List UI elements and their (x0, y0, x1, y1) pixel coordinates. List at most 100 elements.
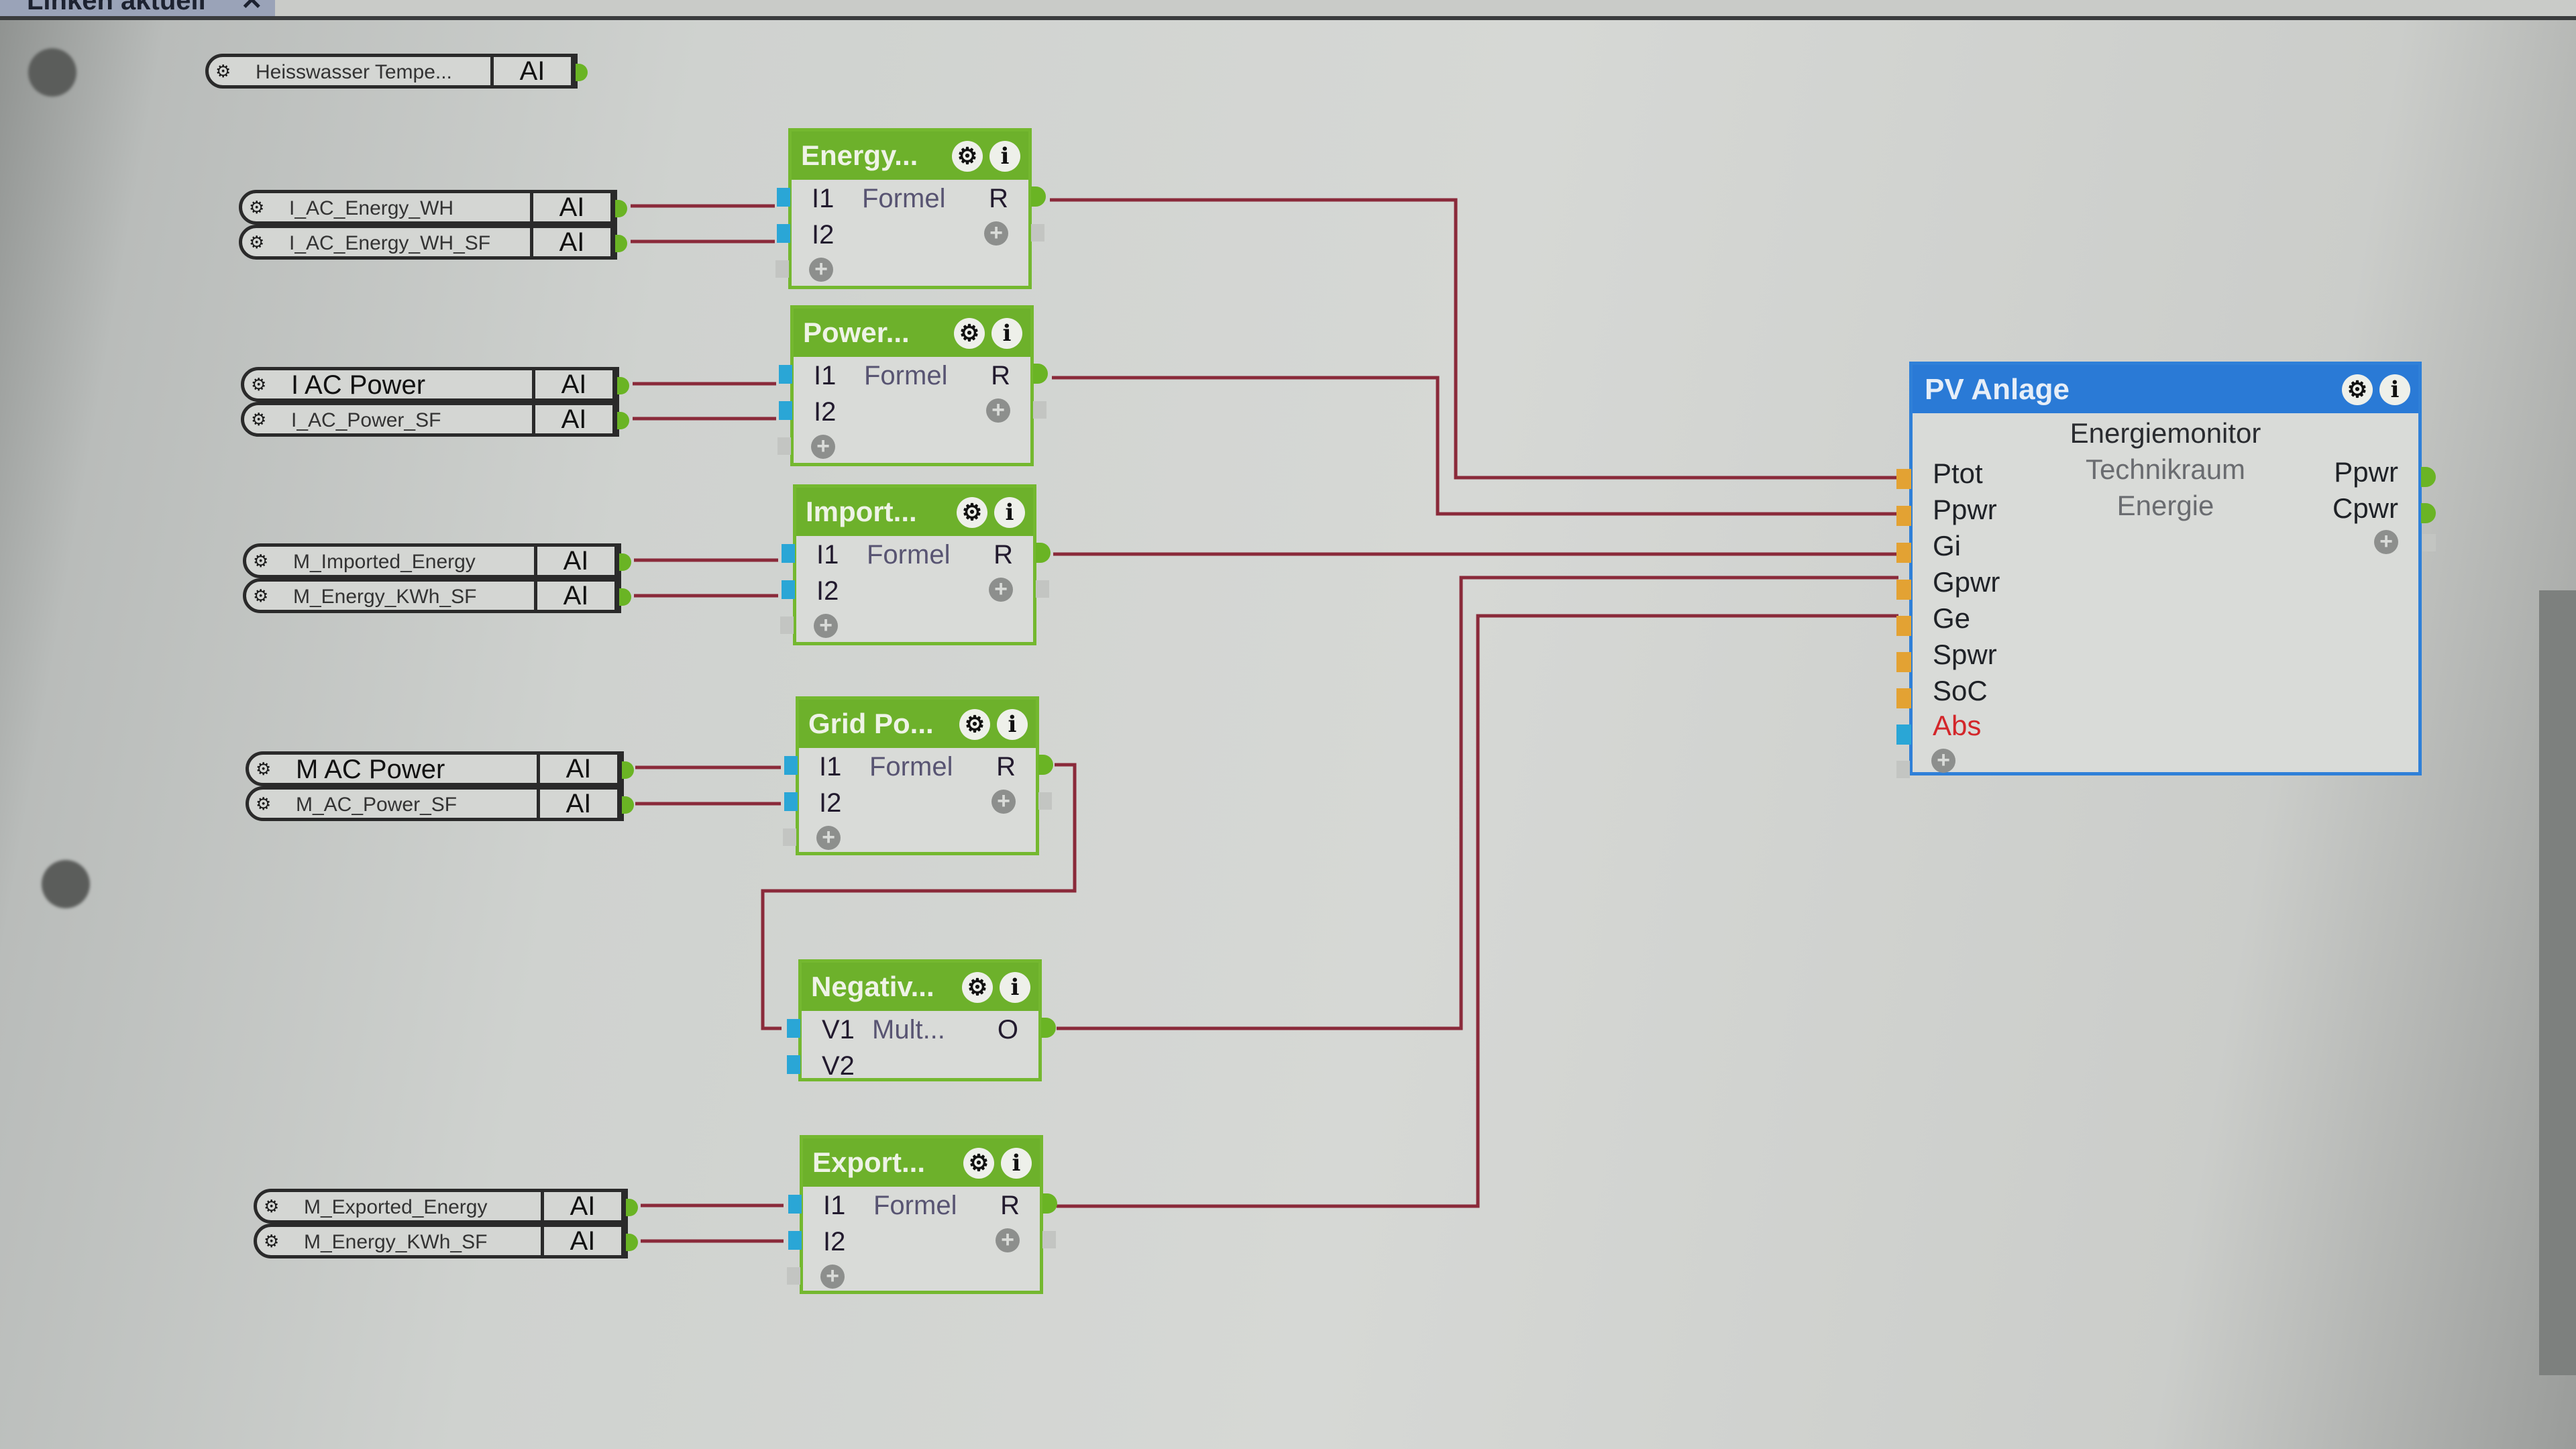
gear-icon[interactable]: ⚙ (2342, 374, 2373, 405)
input-port[interactable] (784, 756, 798, 775)
tab-linken-aktuell[interactable]: Linken aktuell ✕ (0, 0, 275, 16)
input-port[interactable] (779, 365, 792, 384)
add-output-icon[interactable]: + (986, 398, 1010, 423)
input-heisswasser[interactable]: ⚙ Heisswasser Tempe... AI (205, 54, 588, 89)
gear-icon[interactable]: ⚙ (952, 141, 983, 172)
info-icon[interactable]: i (1001, 1148, 1032, 1179)
input-port[interactable] (777, 188, 790, 207)
info-icon[interactable]: i (997, 709, 1028, 740)
output-port[interactable] (1036, 543, 1051, 563)
add-output-icon[interactable]: + (2374, 530, 2398, 554)
output-port[interactable] (2421, 503, 2436, 523)
input-port[interactable] (1896, 543, 1911, 563)
input-port[interactable] (788, 1231, 802, 1250)
gear-icon[interactable]: ⚙ (253, 586, 269, 606)
info-icon[interactable]: i (994, 497, 1025, 528)
output-port[interactable] (576, 64, 588, 81)
gear-icon[interactable]: ⚙ (256, 794, 272, 814)
output-port[interactable] (622, 761, 634, 779)
gear-icon[interactable]: ⚙ (251, 409, 267, 429)
output-port[interactable] (2421, 467, 2436, 487)
input-port[interactable] (782, 580, 795, 599)
gear-icon[interactable]: ⚙ (215, 61, 231, 81)
add-output-icon[interactable]: + (991, 790, 1016, 814)
output-port[interactable] (617, 377, 629, 394)
input-port[interactable] (1896, 506, 1911, 526)
input-port[interactable] (779, 401, 792, 420)
output-port[interactable] (1031, 186, 1046, 207)
gear-icon[interactable]: ⚙ (256, 759, 272, 779)
block-header[interactable]: Power... ⚙ i (794, 309, 1030, 357)
input-port[interactable] (787, 1055, 800, 1074)
input-i-ac-power-sf[interactable]: ⚙ I_AC_Power_SF AI (241, 402, 629, 437)
block-header[interactable]: PV Anlage ⚙ i (1913, 365, 2418, 413)
output-port[interactable] (619, 588, 631, 606)
gear-icon[interactable]: ⚙ (959, 709, 990, 740)
input-port[interactable] (782, 544, 795, 563)
info-icon[interactable]: i (991, 318, 1022, 349)
input-port[interactable] (1896, 469, 1911, 489)
add-output-icon[interactable]: + (996, 1228, 1020, 1252)
block-header[interactable]: Export... ⚙ i (803, 1138, 1040, 1187)
output-port[interactable] (615, 235, 627, 252)
input-m-imported-energy[interactable]: ⚙ M_Imported_Energy AI (243, 543, 631, 578)
add-input-icon[interactable]: + (814, 614, 838, 638)
input-port[interactable] (1896, 724, 1911, 745)
gear-icon[interactable]: ⚙ (264, 1196, 280, 1216)
add-input-icon[interactable]: + (816, 826, 841, 850)
add-output-icon[interactable]: + (984, 221, 1008, 246)
input-m-energy-kwh-sf[interactable]: ⚙ M_Energy_KWh_SF AI (243, 578, 631, 613)
block-header[interactable]: Import... ⚙ i (796, 488, 1033, 536)
gear-icon[interactable]: ⚙ (963, 1148, 994, 1179)
input-port[interactable] (787, 1019, 800, 1038)
input-m-energy-kwh-sf-2[interactable]: ⚙ M_Energy_KWh_SF AI (254, 1224, 638, 1258)
gear-icon[interactable]: ⚙ (954, 318, 985, 349)
input-port[interactable] (1896, 652, 1911, 672)
input-port[interactable] (1896, 688, 1911, 708)
info-icon[interactable]: i (989, 141, 1020, 172)
output-port[interactable] (619, 553, 631, 571)
input-port[interactable] (777, 224, 790, 243)
output-port[interactable] (1042, 1193, 1057, 1214)
input-m-ac-power-sf[interactable]: ⚙ M_AC_Power_SF AI (246, 786, 634, 821)
gear-icon[interactable]: ⚙ (957, 497, 987, 528)
output-port[interactable] (1033, 364, 1048, 384)
info-icon[interactable]: i (1000, 972, 1030, 1003)
gear-icon[interactable]: ⚙ (253, 551, 269, 571)
add-input-icon[interactable]: + (811, 435, 835, 459)
add-input-icon[interactable]: + (1931, 749, 1955, 773)
output-port[interactable] (626, 1199, 638, 1216)
gear-icon[interactable]: ⚙ (962, 972, 993, 1003)
gear-icon[interactable]: ⚙ (264, 1231, 280, 1251)
close-icon[interactable]: ✕ (240, 0, 263, 15)
block-header[interactable]: Energy... ⚙ i (792, 131, 1028, 180)
input-port[interactable] (784, 792, 798, 811)
add-input-icon[interactable]: + (820, 1265, 845, 1289)
gear-icon[interactable]: ⚙ (249, 232, 265, 252)
add-output-icon[interactable]: + (989, 578, 1013, 602)
input-i-ac-energy-wh[interactable]: ⚙ I_AC_Energy_WH AI (239, 190, 627, 225)
input-i-ac-energy-wh-sf[interactable]: ⚙ I_AC_Energy_WH_SF AI (239, 225, 627, 260)
output-port[interactable] (622, 796, 634, 814)
gear-icon[interactable]: ⚙ (249, 197, 265, 217)
block-header[interactable]: Grid Po... ⚙ i (799, 700, 1036, 748)
add-input-icon[interactable]: + (809, 258, 833, 282)
input-port[interactable] (1896, 616, 1911, 636)
input-i-ac-power[interactable]: ⚙ I AC Power AI (241, 367, 629, 402)
output-port[interactable] (626, 1234, 638, 1251)
block-header[interactable]: Negativ... ⚙ i (802, 963, 1038, 1011)
output-port[interactable] (1038, 755, 1053, 775)
vertical-scrollbar[interactable] (2539, 590, 2576, 1375)
input-port[interactable] (788, 1195, 802, 1214)
output-port[interactable] (617, 412, 629, 429)
info-icon[interactable]: i (2379, 374, 2410, 405)
output-port[interactable] (615, 200, 627, 217)
block-pv-anlage[interactable]: PV Anlage ⚙ i Energiemonitor Technikraum… (1896, 362, 2436, 778)
gear-icon[interactable]: ⚙ (251, 374, 267, 394)
input-m-ac-power[interactable]: ⚙ M AC Power AI (246, 751, 634, 786)
